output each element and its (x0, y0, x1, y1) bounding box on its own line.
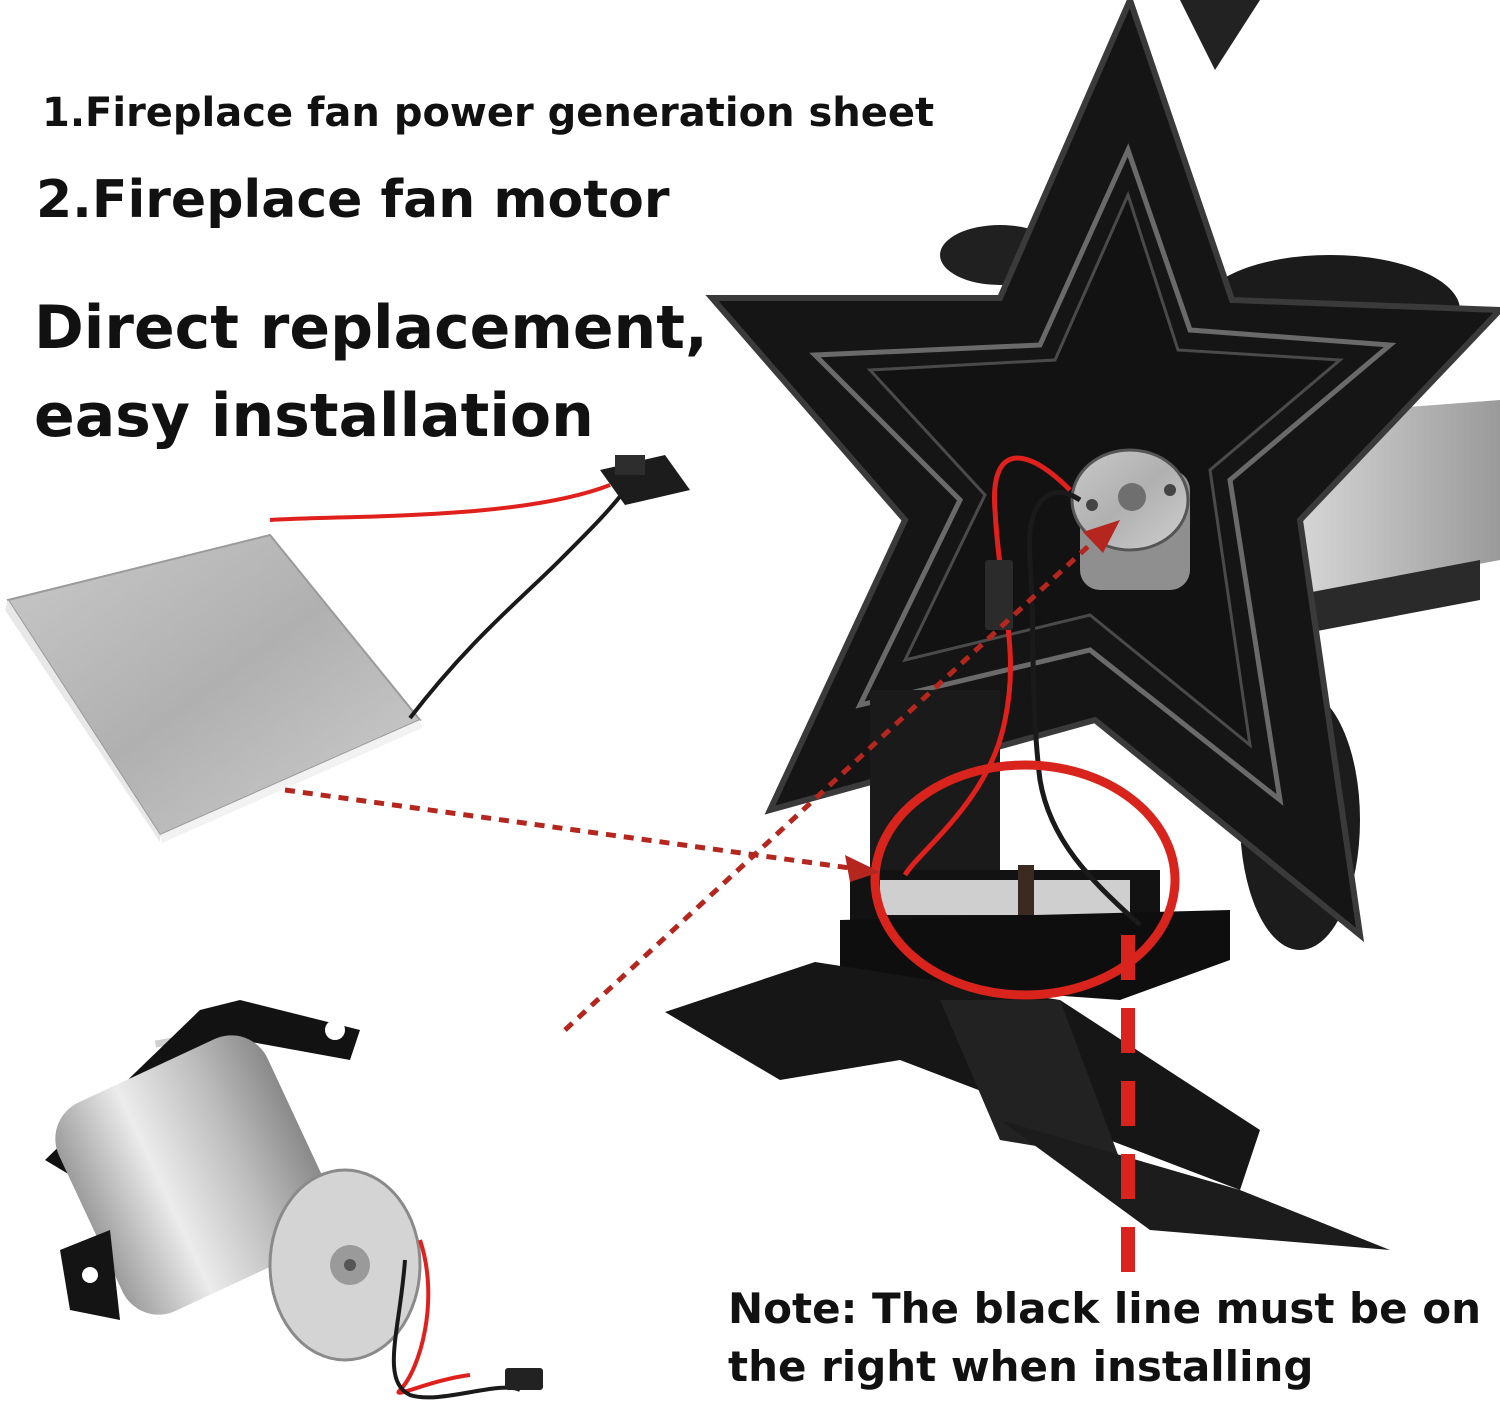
pointer-arrows (284, 520, 1135, 1275)
highlight-circle (870, 760, 1180, 1000)
caption-power-generation-sheet: 1.Fireplace fan power generation sheet (42, 90, 935, 136)
headline-line-1: Direct replacement, (34, 293, 708, 363)
note-line-1: Note: The black line must be on (728, 1284, 1481, 1333)
note-line-2: the right when installing (728, 1342, 1314, 1391)
headline-line-2: easy installation (34, 381, 594, 451)
replacement-motor (45, 1000, 543, 1400)
installation-note: Note: The black line must be on the righ… (728, 1280, 1481, 1396)
power-generation-sheet (5, 455, 690, 843)
caption-fan-motor: 2.Fireplace fan motor (36, 170, 670, 230)
fan-wires (902, 455, 1142, 927)
fan-base (665, 690, 1390, 1250)
fan-motor-center (1070, 448, 1190, 590)
headline: Direct replacement, easy installation (34, 284, 708, 460)
